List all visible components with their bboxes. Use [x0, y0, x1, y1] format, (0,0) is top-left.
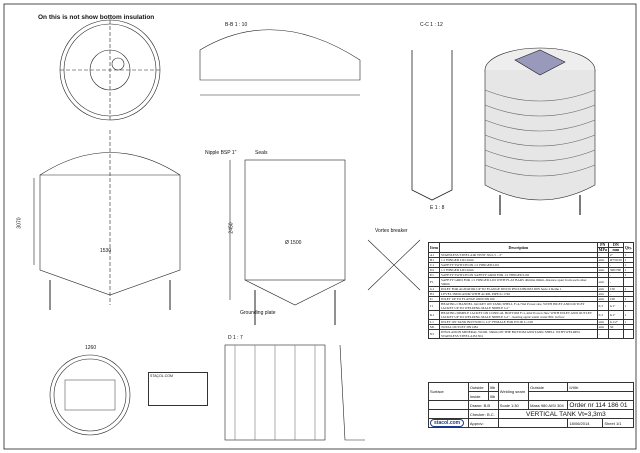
weld-outside-label: Outside [528, 382, 569, 392]
cell-description: HEATING CHANNEL JACKET ON TANK SHELL F=4… [439, 301, 598, 311]
cell-dn: G1" [607, 310, 624, 320]
cell-item: K1 [428, 310, 440, 320]
welding-label: Welding seam [497, 382, 530, 401]
surface-inside-label: Inside [467, 391, 489, 401]
col-item: Item [428, 242, 440, 253]
surface-outside-label: Outside [467, 382, 489, 392]
order-number: Order nr 114 186 01 [567, 400, 634, 410]
seals-label: Seals [255, 150, 268, 156]
scale: 1:30 [510, 402, 519, 408]
insulation-note: On this is not show bottom insulation [38, 14, 155, 21]
cell-item: F1 [428, 277, 440, 287]
view-label-vortex: Vortex breaker [375, 228, 408, 234]
company-block: STAÇOL.COM [148, 372, 208, 406]
mass: 980 [540, 402, 548, 408]
col-qty: Qty. [622, 242, 635, 253]
cell-description: SAFETY GRID FOR 1/1 HINGED LID WITH FLAT… [439, 277, 598, 287]
company-logo: stacol.com [430, 419, 465, 427]
drawn-by: B.B [483, 402, 491, 408]
scale-label: Scale [499, 402, 510, 408]
cell-qty [622, 277, 635, 287]
cell-description: HEATING DIMPLE JACKET ON CONICAL BOTTOM … [439, 310, 598, 320]
cell-pn: 0,3 [596, 301, 609, 311]
cell-pn: - [596, 329, 609, 339]
cell-item: J1 [428, 301, 440, 311]
surface-outside: IIIb [487, 382, 499, 392]
cell-dn: G1" [607, 301, 624, 311]
surface-label: Surface [428, 382, 469, 401]
dim-3070: 3070 [16, 217, 23, 229]
checker-label: Checker: [469, 411, 486, 417]
view-label-bb: B-B 1 : 10 [225, 22, 248, 28]
col-description: Description [439, 242, 598, 253]
weld-value: II/IIIb [567, 382, 634, 392]
grounding-label: Grounding plate [240, 310, 276, 316]
material: AISI 304 [548, 402, 564, 408]
dim-1500: Ø 1500 [285, 240, 302, 246]
approved-label: Approv.: [467, 418, 499, 428]
view-label-cc: C-C 1 : 12 [420, 22, 443, 28]
checker: B.C. [486, 411, 495, 417]
unit-mpa: MPa [596, 247, 609, 253]
view-label-e: E 1 : 8 [430, 205, 445, 211]
view-label-nipple: Nipple BSP 1" [205, 150, 237, 156]
drawing-title: VERTICAL TANK Vt=3,3m3 [497, 409, 635, 419]
cell-dn [607, 329, 624, 339]
view-label-d: D 1 : 7 [228, 335, 243, 341]
cell-dn: Ø750/30 [607, 257, 624, 263]
mass-label: Mass [530, 402, 540, 408]
surface-inside: IIIb [487, 391, 499, 401]
cell-pn: 0,3 [596, 310, 609, 320]
drawn-label: Drawn: [469, 402, 483, 408]
dim-1530: 1530 [100, 248, 112, 254]
cell-item: N1 [428, 329, 440, 339]
cell-qty [622, 329, 635, 339]
cell-pn: atm [596, 277, 609, 287]
sheet-label: Sheet [604, 420, 615, 426]
cell-qty: 1 [622, 301, 635, 311]
cell-description: INSULATION MINERAL WOOL 50mm ON THE BOTT… [439, 329, 598, 339]
cell-dn: - [607, 277, 624, 287]
dim-2450: 2450 [228, 222, 235, 234]
cell-qty: 1 [622, 310, 635, 320]
company-name: STAÇOL.COM [150, 374, 173, 378]
dim-1260: 1260 [85, 345, 97, 351]
sheet-number: 1/1 [615, 420, 622, 426]
drawing-date: 18/06/2014 [567, 418, 604, 428]
